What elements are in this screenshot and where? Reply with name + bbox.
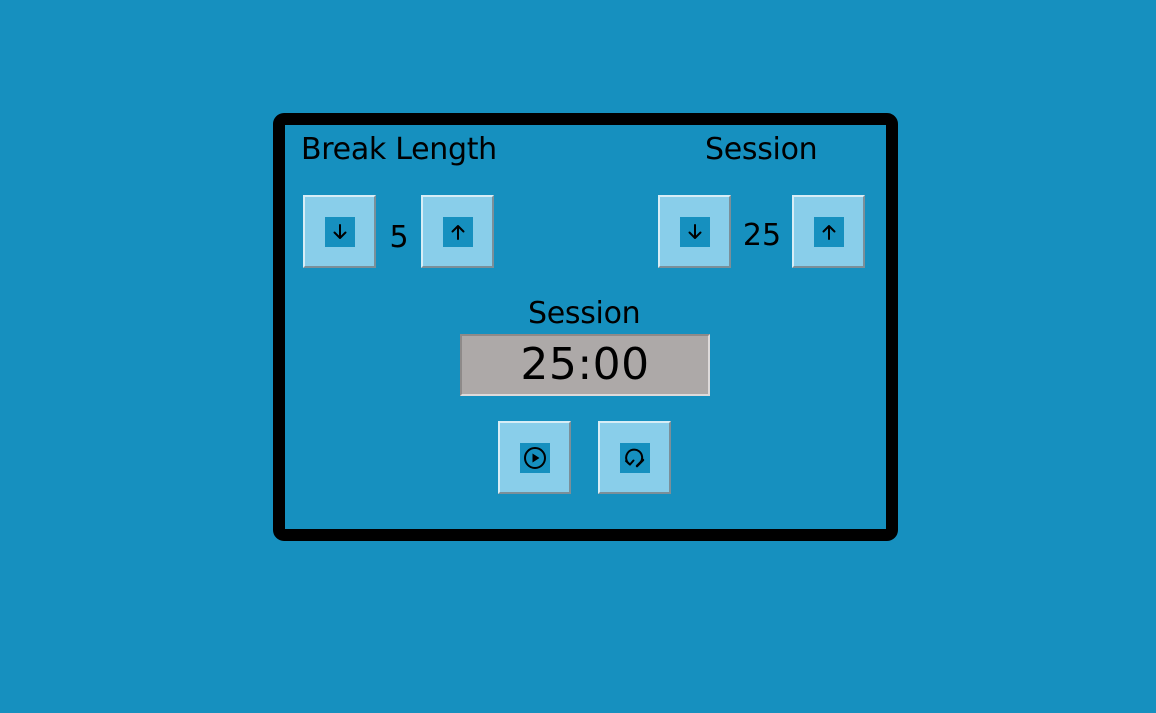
break-decrement-button[interactable] [303, 195, 376, 268]
timer-label: Session [528, 296, 641, 331]
time-left: 25:00 [520, 339, 650, 390]
reset-button[interactable] [598, 421, 671, 494]
refresh-icon [619, 442, 650, 473]
clock-container: Break Length Session 5 25 Ses [273, 113, 898, 541]
break-length-label: Break Length [301, 132, 497, 167]
session-length-value: 25 [742, 218, 782, 253]
session-increment-button[interactable] [792, 195, 865, 268]
arrow-down-icon [324, 216, 355, 247]
session-decrement-button[interactable] [658, 195, 731, 268]
break-increment-button[interactable] [421, 195, 494, 268]
start-stop-button[interactable] [498, 421, 571, 494]
arrow-up-icon [442, 216, 473, 247]
arrow-down-icon [679, 216, 710, 247]
break-length-value: 5 [389, 220, 409, 255]
arrow-up-icon [813, 216, 844, 247]
session-length-label: Session [705, 132, 818, 167]
timer-display: 25:00 [460, 334, 710, 396]
play-circle-icon [519, 442, 550, 473]
